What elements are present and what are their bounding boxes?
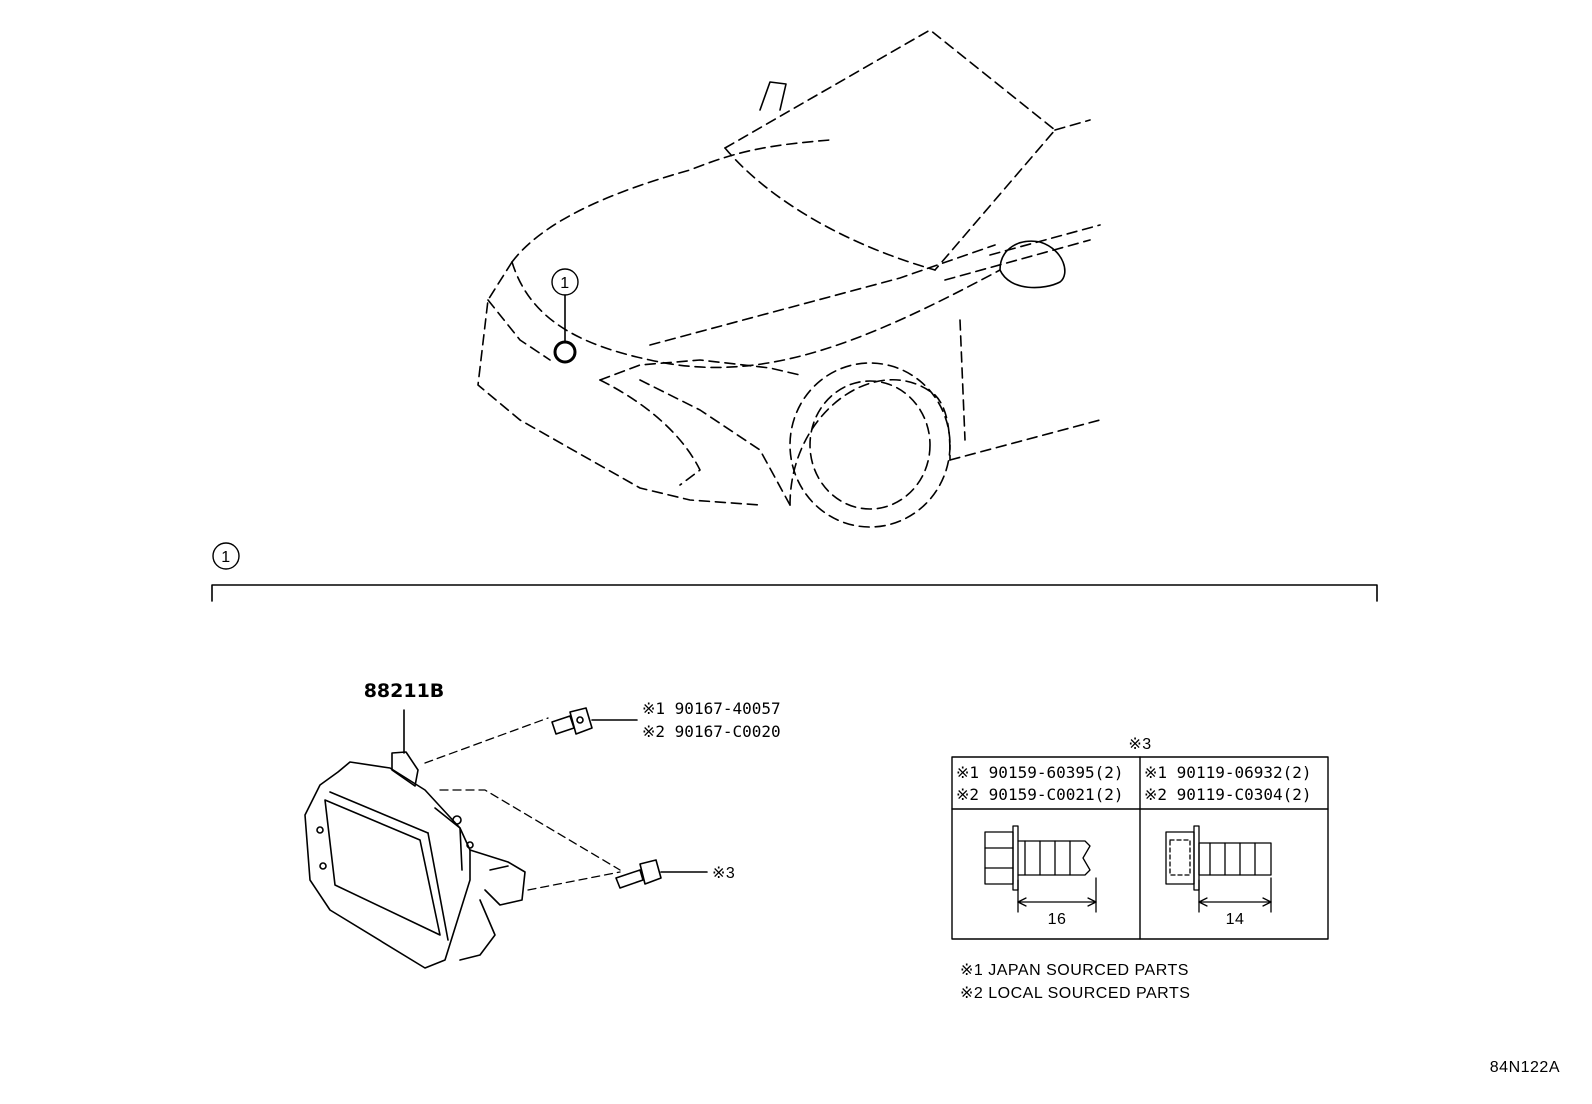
screw-part-line2: ※2 90167-C0020 — [642, 722, 781, 741]
part-number-main: 88211B — [364, 680, 445, 702]
callout-circle-section — [212, 542, 240, 570]
table-title: ※3 — [1128, 736, 1151, 753]
flange-bolt-14 — [1165, 825, 1272, 913]
wiper-arm — [759, 81, 787, 111]
note-local-sourced: ※2 LOCAL SOURCED PARTS — [960, 985, 1190, 1002]
front-wheel — [789, 362, 951, 528]
radar-sensor-illustration — [304, 709, 526, 969]
sensor-location-marker — [553, 340, 577, 364]
table-right-line1: ※1 90119-06932(2) — [1144, 763, 1312, 782]
fastener-table — [951, 756, 1329, 940]
bolt-ref-label: ※3 — [712, 865, 735, 882]
callout-circle-car — [551, 268, 579, 296]
note-japan-sourced: ※1 JAPAN SOURCED PARTS — [960, 962, 1189, 979]
vehicle-illustration — [477, 29, 1101, 506]
screw-illustration — [551, 707, 638, 735]
callout-number-section: 1 — [221, 549, 230, 566]
table-right-line2: ※2 90119-C0304(2) — [1144, 785, 1312, 804]
callout-number-car: 1 — [560, 275, 569, 292]
side-mirror — [999, 240, 1066, 289]
dimension-left: 16 — [1048, 911, 1067, 928]
bolt-illustration — [615, 859, 708, 889]
section-bracket — [211, 584, 1378, 602]
dimension-right: 14 — [1226, 911, 1245, 928]
screw-part-line1: ※1 90167-40057 — [642, 699, 781, 718]
table-left-line2: ※2 90159-C0021(2) — [956, 785, 1124, 804]
flange-bolt-16 — [984, 825, 1097, 913]
table-left-line1: ※1 90159-60395(2) — [956, 763, 1124, 782]
figure-code: 84N122A — [1490, 1059, 1560, 1076]
